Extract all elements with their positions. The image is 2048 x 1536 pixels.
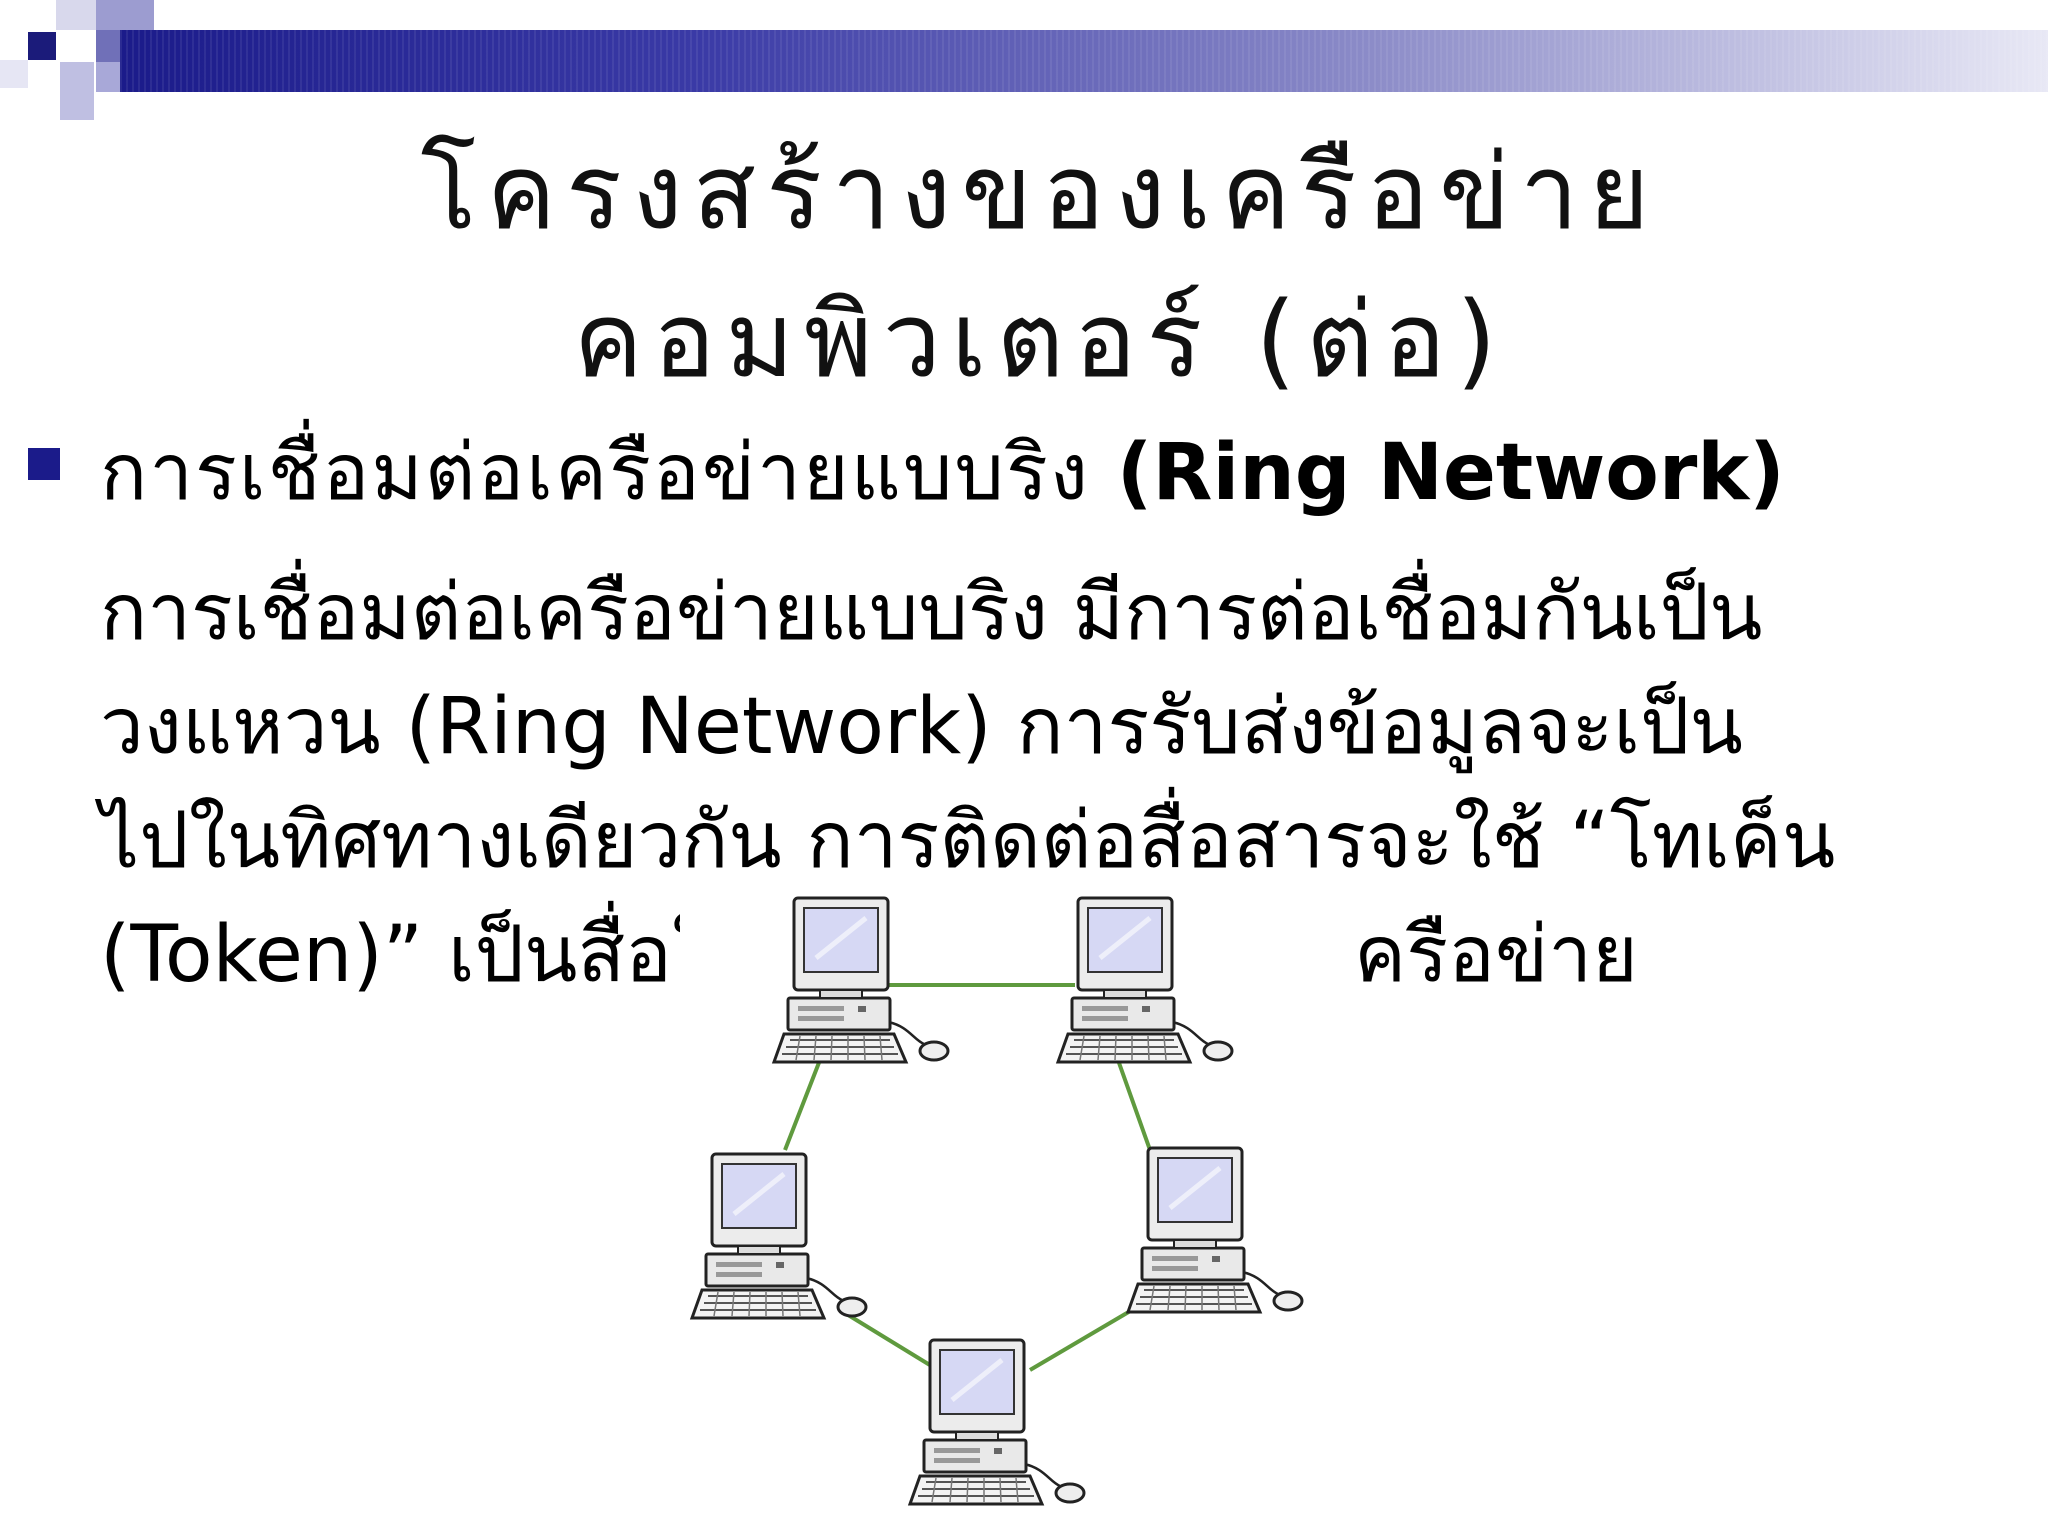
body-line: การเชื่อมต่อเครือข่ายแบบริง มีการต่อเชื่… xyxy=(100,568,1763,658)
ring-network-svg xyxy=(680,880,1360,1520)
decor-square xyxy=(96,62,124,92)
bullet-square-icon xyxy=(28,448,60,480)
decor-square xyxy=(96,30,124,62)
computer-icon xyxy=(910,1340,1084,1504)
bullet-heading-english: (Ring Network) xyxy=(1116,428,1785,518)
decor-square xyxy=(60,62,94,120)
ring-link xyxy=(783,1059,822,1151)
ring-network-diagram xyxy=(680,880,1360,1520)
bullet-heading-thai: การเชื่อมต่อเครือข่ายแบบริง xyxy=(100,428,1117,518)
decor-square xyxy=(56,0,96,30)
computer-icon xyxy=(1058,898,1232,1062)
computer-icon xyxy=(1128,1148,1302,1312)
slide-title: โครงสร้างของเครือข่าย คอมพิวเตอร์ (ต่อ) xyxy=(160,118,1920,414)
body-line: ไปในทิศทางเดียวกัน การติดต่อสื่อสารจะใช้… xyxy=(100,796,1836,886)
decor-square xyxy=(28,32,56,60)
ring-links xyxy=(783,983,1152,1372)
ring-link xyxy=(1028,1308,1134,1372)
ring-link xyxy=(1116,1059,1152,1151)
body-line: วงแหวน (Ring Network) การรับส่งข้อมูลจะเ… xyxy=(100,682,1743,772)
ring-link xyxy=(838,1308,940,1372)
body-paragraph: การเชื่อมต่อเครือข่ายแบบริง มีการต่อเชื่… xyxy=(100,556,2040,1012)
bullet-heading: การเชื่อมต่อเครือข่ายแบบริง (Ring Networ… xyxy=(100,418,2040,528)
computer-icon xyxy=(692,1154,866,1318)
decor-square xyxy=(0,60,28,88)
slide-title-line-2: คอมพิวเตอร์ (ต่อ) xyxy=(573,279,1507,401)
computer-icon xyxy=(774,898,948,1062)
decor-square xyxy=(96,0,154,30)
header-gradient-bar xyxy=(120,30,2048,92)
slide-title-line-1: โครงสร้างของเครือข่าย xyxy=(420,131,1660,253)
header-bar-texture xyxy=(120,30,2048,92)
